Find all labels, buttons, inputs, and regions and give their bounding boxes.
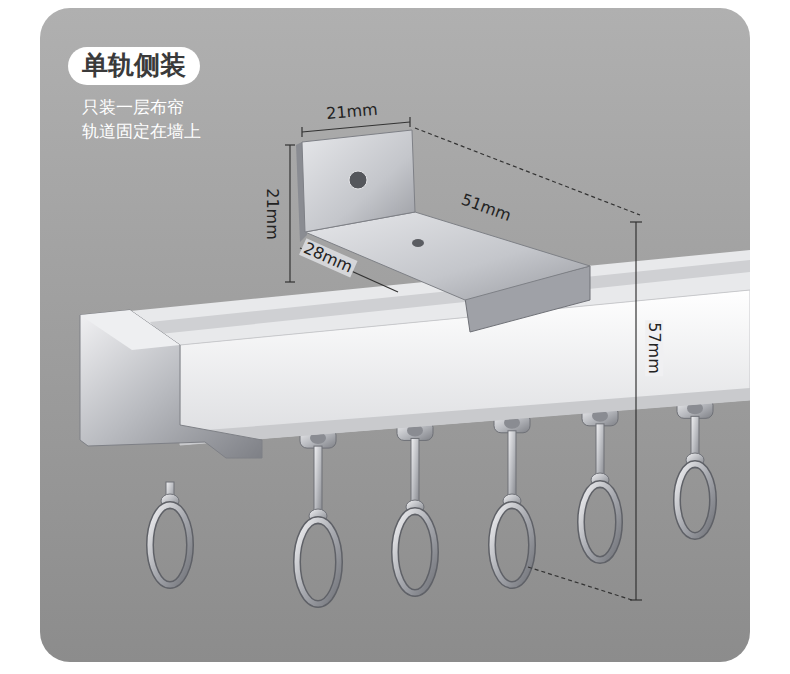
rail-lip	[180, 388, 750, 445]
end-cap-top	[80, 310, 180, 350]
ring	[395, 511, 435, 593]
dimension: 21mm	[326, 101, 379, 124]
note: 轨道固定在墙上	[82, 122, 201, 142]
background-panel	[40, 8, 750, 662]
ring-face	[395, 511, 435, 593]
curtain-rail	[80, 130, 750, 604]
dimension: 57mm	[645, 320, 663, 376]
ring-face	[297, 520, 339, 604]
dimension-line	[302, 122, 410, 132]
note: 只装一层布帘	[82, 98, 184, 118]
screw-hole	[349, 171, 367, 189]
ring	[581, 484, 619, 560]
ring-face	[677, 464, 713, 536]
dimension-lines	[285, 117, 642, 600]
title-pill: 单轨侧装	[68, 47, 200, 85]
dimension-tick	[285, 281, 295, 282]
dimension-tick	[301, 127, 302, 137]
ring	[150, 505, 190, 585]
dimension-line	[635, 222, 636, 600]
ring-face	[150, 505, 190, 585]
rail-front	[180, 290, 750, 445]
dimension-tick	[630, 221, 642, 222]
ring	[677, 464, 713, 536]
ring	[297, 520, 339, 604]
dimension-tick	[285, 144, 295, 145]
dimension-tick	[409, 117, 410, 127]
ring-face	[581, 484, 619, 560]
bracket-plate	[302, 130, 415, 232]
leader-line	[528, 567, 632, 600]
bracket	[296, 130, 590, 332]
screw	[412, 239, 424, 247]
dimension: 28mm	[299, 238, 357, 277]
end-cap	[80, 310, 262, 458]
ring	[492, 505, 532, 585]
dimension-line	[289, 145, 290, 282]
dimension: 21mm	[263, 188, 281, 240]
leader-line	[415, 128, 640, 215]
ring-face	[492, 505, 532, 585]
dimension: 51mm	[459, 191, 514, 226]
